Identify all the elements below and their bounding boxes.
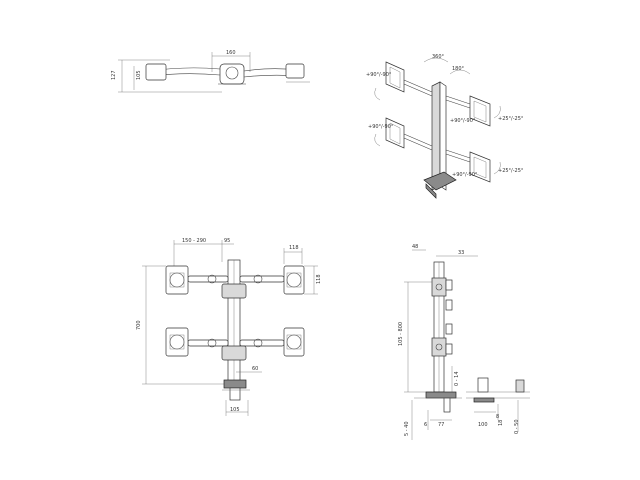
side-view: 48 33 105 - 800 0 - 14 5 - 40 6 bbox=[398, 244, 530, 440]
iso-vesa-upper-right bbox=[473, 100, 487, 123]
top-view: 160 127 105 bbox=[111, 50, 310, 93]
iso-pole-side bbox=[439, 81, 447, 191]
iso-arm-upper-left-2 bbox=[403, 83, 433, 97]
front-vesa-square-lower-right bbox=[286, 334, 302, 350]
dim-desk-thickness-label: 0 - 14 bbox=[454, 371, 460, 386]
front-vesa-square-upper-left bbox=[169, 272, 185, 288]
front-plate-lower-left bbox=[165, 327, 189, 357]
dim-arm-reach-label: 150 - 290 bbox=[182, 238, 206, 244]
front-vesa-square-lower-left bbox=[169, 334, 185, 350]
front-joint-upper-right bbox=[253, 274, 263, 284]
dim-bottom-a-label: 6 bbox=[424, 422, 427, 428]
dim-clamp-depth-label: 60 bbox=[252, 366, 258, 372]
rot-top-right-label: 180° bbox=[452, 66, 465, 72]
dim-height-inner-label: 105 bbox=[136, 70, 142, 80]
iso-arm-lower-left-2 bbox=[403, 137, 433, 151]
iso-arm-upper-right-2 bbox=[445, 99, 471, 109]
front-view: 150 - 290 95 118 700 118 bbox=[136, 238, 322, 416]
iso-vesa-lower-left bbox=[389, 122, 401, 145]
left-mount-plate bbox=[145, 63, 167, 81]
dim-grommet-b-label: 18 bbox=[498, 420, 504, 426]
side-arm-stub-lower bbox=[445, 323, 453, 335]
iso-arm-upper-right bbox=[445, 95, 471, 105]
front-joint-upper-left bbox=[207, 274, 217, 284]
side-clamp-lower bbox=[431, 337, 447, 357]
dim-grommet-a-label: 8 bbox=[496, 414, 499, 420]
dim-grommet-c-label: 0 - 50 bbox=[514, 419, 520, 434]
dim-total-height-label: 700 bbox=[136, 320, 142, 330]
tilt-center-top-label: +90°/-90° bbox=[450, 118, 476, 124]
side-arm-stub-upper-2 bbox=[445, 299, 453, 311]
iso-monitor-lower-left bbox=[385, 117, 405, 149]
dim-base-width-label: 105 bbox=[230, 407, 240, 413]
isometric-view: 360° 180° +90°/-90° +90°/-90° +90°/-90° … bbox=[366, 54, 524, 199]
tilt-center-bottom-label: +90°/-90° bbox=[452, 172, 478, 178]
grommet-plate bbox=[473, 397, 495, 403]
dim-width-label: 160 bbox=[226, 50, 236, 56]
dim-bottom-b-label: 77 bbox=[438, 422, 444, 428]
front-base-clamp bbox=[223, 379, 247, 389]
iso-clamp-top bbox=[423, 171, 457, 191]
front-plate-upper-left bbox=[165, 265, 189, 295]
iso-monitor-upper-right bbox=[469, 95, 491, 127]
side-clamp-upper bbox=[431, 277, 447, 297]
front-vesa-square-upper-right bbox=[286, 272, 302, 288]
dim-pole-offset-label: 95 bbox=[224, 238, 230, 244]
iso-arm-upper-left bbox=[403, 79, 433, 93]
dim-height-left-label: 127 bbox=[111, 70, 117, 80]
front-clamp-screw bbox=[229, 387, 241, 401]
iso-vesa-upper-left bbox=[389, 66, 401, 89]
dim-top-offset-label: 33 bbox=[458, 250, 464, 256]
rotate-180-arc-icon bbox=[449, 69, 471, 75]
iso-monitor-upper-left bbox=[385, 61, 405, 93]
side-knob-lower bbox=[435, 343, 443, 351]
dim-grommet-dia-label: 100 bbox=[478, 422, 488, 428]
iso-clamp-side bbox=[425, 183, 437, 199]
side-arm-stub-upper bbox=[445, 279, 453, 291]
tilt-arc-lower-right-icon bbox=[493, 161, 501, 175]
tilt-right-bottom-label: +25°/-25° bbox=[498, 168, 524, 174]
dim-vesa-height-label: 118 bbox=[316, 274, 322, 284]
side-base-plate bbox=[425, 391, 457, 399]
rot-top-center-label: 360° bbox=[432, 54, 445, 60]
dim-clamp-range-label: 5 - 40 bbox=[404, 421, 410, 436]
front-clamp-lower bbox=[221, 345, 247, 361]
side-clamp-screw bbox=[443, 397, 451, 413]
front-joint-lower-left bbox=[207, 338, 217, 348]
dim-top-width-label: 48 bbox=[412, 244, 418, 250]
rotate-360-arc-icon bbox=[423, 57, 449, 63]
iso-arm-lower-left bbox=[403, 133, 433, 147]
dim-pole-height-label: 105 - 800 bbox=[398, 322, 404, 346]
tilt-left-top-label: +90°/-90° bbox=[366, 72, 392, 78]
dim-vesa-width-label: 118 bbox=[289, 245, 299, 251]
pole-top-circle bbox=[225, 66, 239, 80]
grommet-bolt bbox=[477, 377, 489, 393]
front-clamp-upper bbox=[221, 283, 247, 299]
iso-monitor-lower-right bbox=[469, 151, 491, 183]
iso-vesa-lower-right bbox=[473, 156, 487, 179]
tilt-arc-lower-left-icon bbox=[374, 133, 381, 147]
tilt-right-top-label: +25°/-25° bbox=[498, 116, 524, 122]
tilt-arc-upper-right-icon bbox=[493, 105, 501, 119]
tilt-left-bottom-label: +90°/-90° bbox=[368, 124, 394, 130]
front-joint-lower-right bbox=[253, 338, 263, 348]
grommet-side-block bbox=[515, 379, 525, 393]
right-mount-plate bbox=[285, 63, 305, 79]
iso-arm-lower-right bbox=[445, 149, 471, 159]
side-knob-upper bbox=[435, 283, 443, 291]
tilt-arc-upper-left-icon bbox=[374, 87, 381, 101]
side-arm-stub-lower-2 bbox=[445, 343, 453, 355]
iso-arm-lower-right-2 bbox=[445, 153, 471, 163]
